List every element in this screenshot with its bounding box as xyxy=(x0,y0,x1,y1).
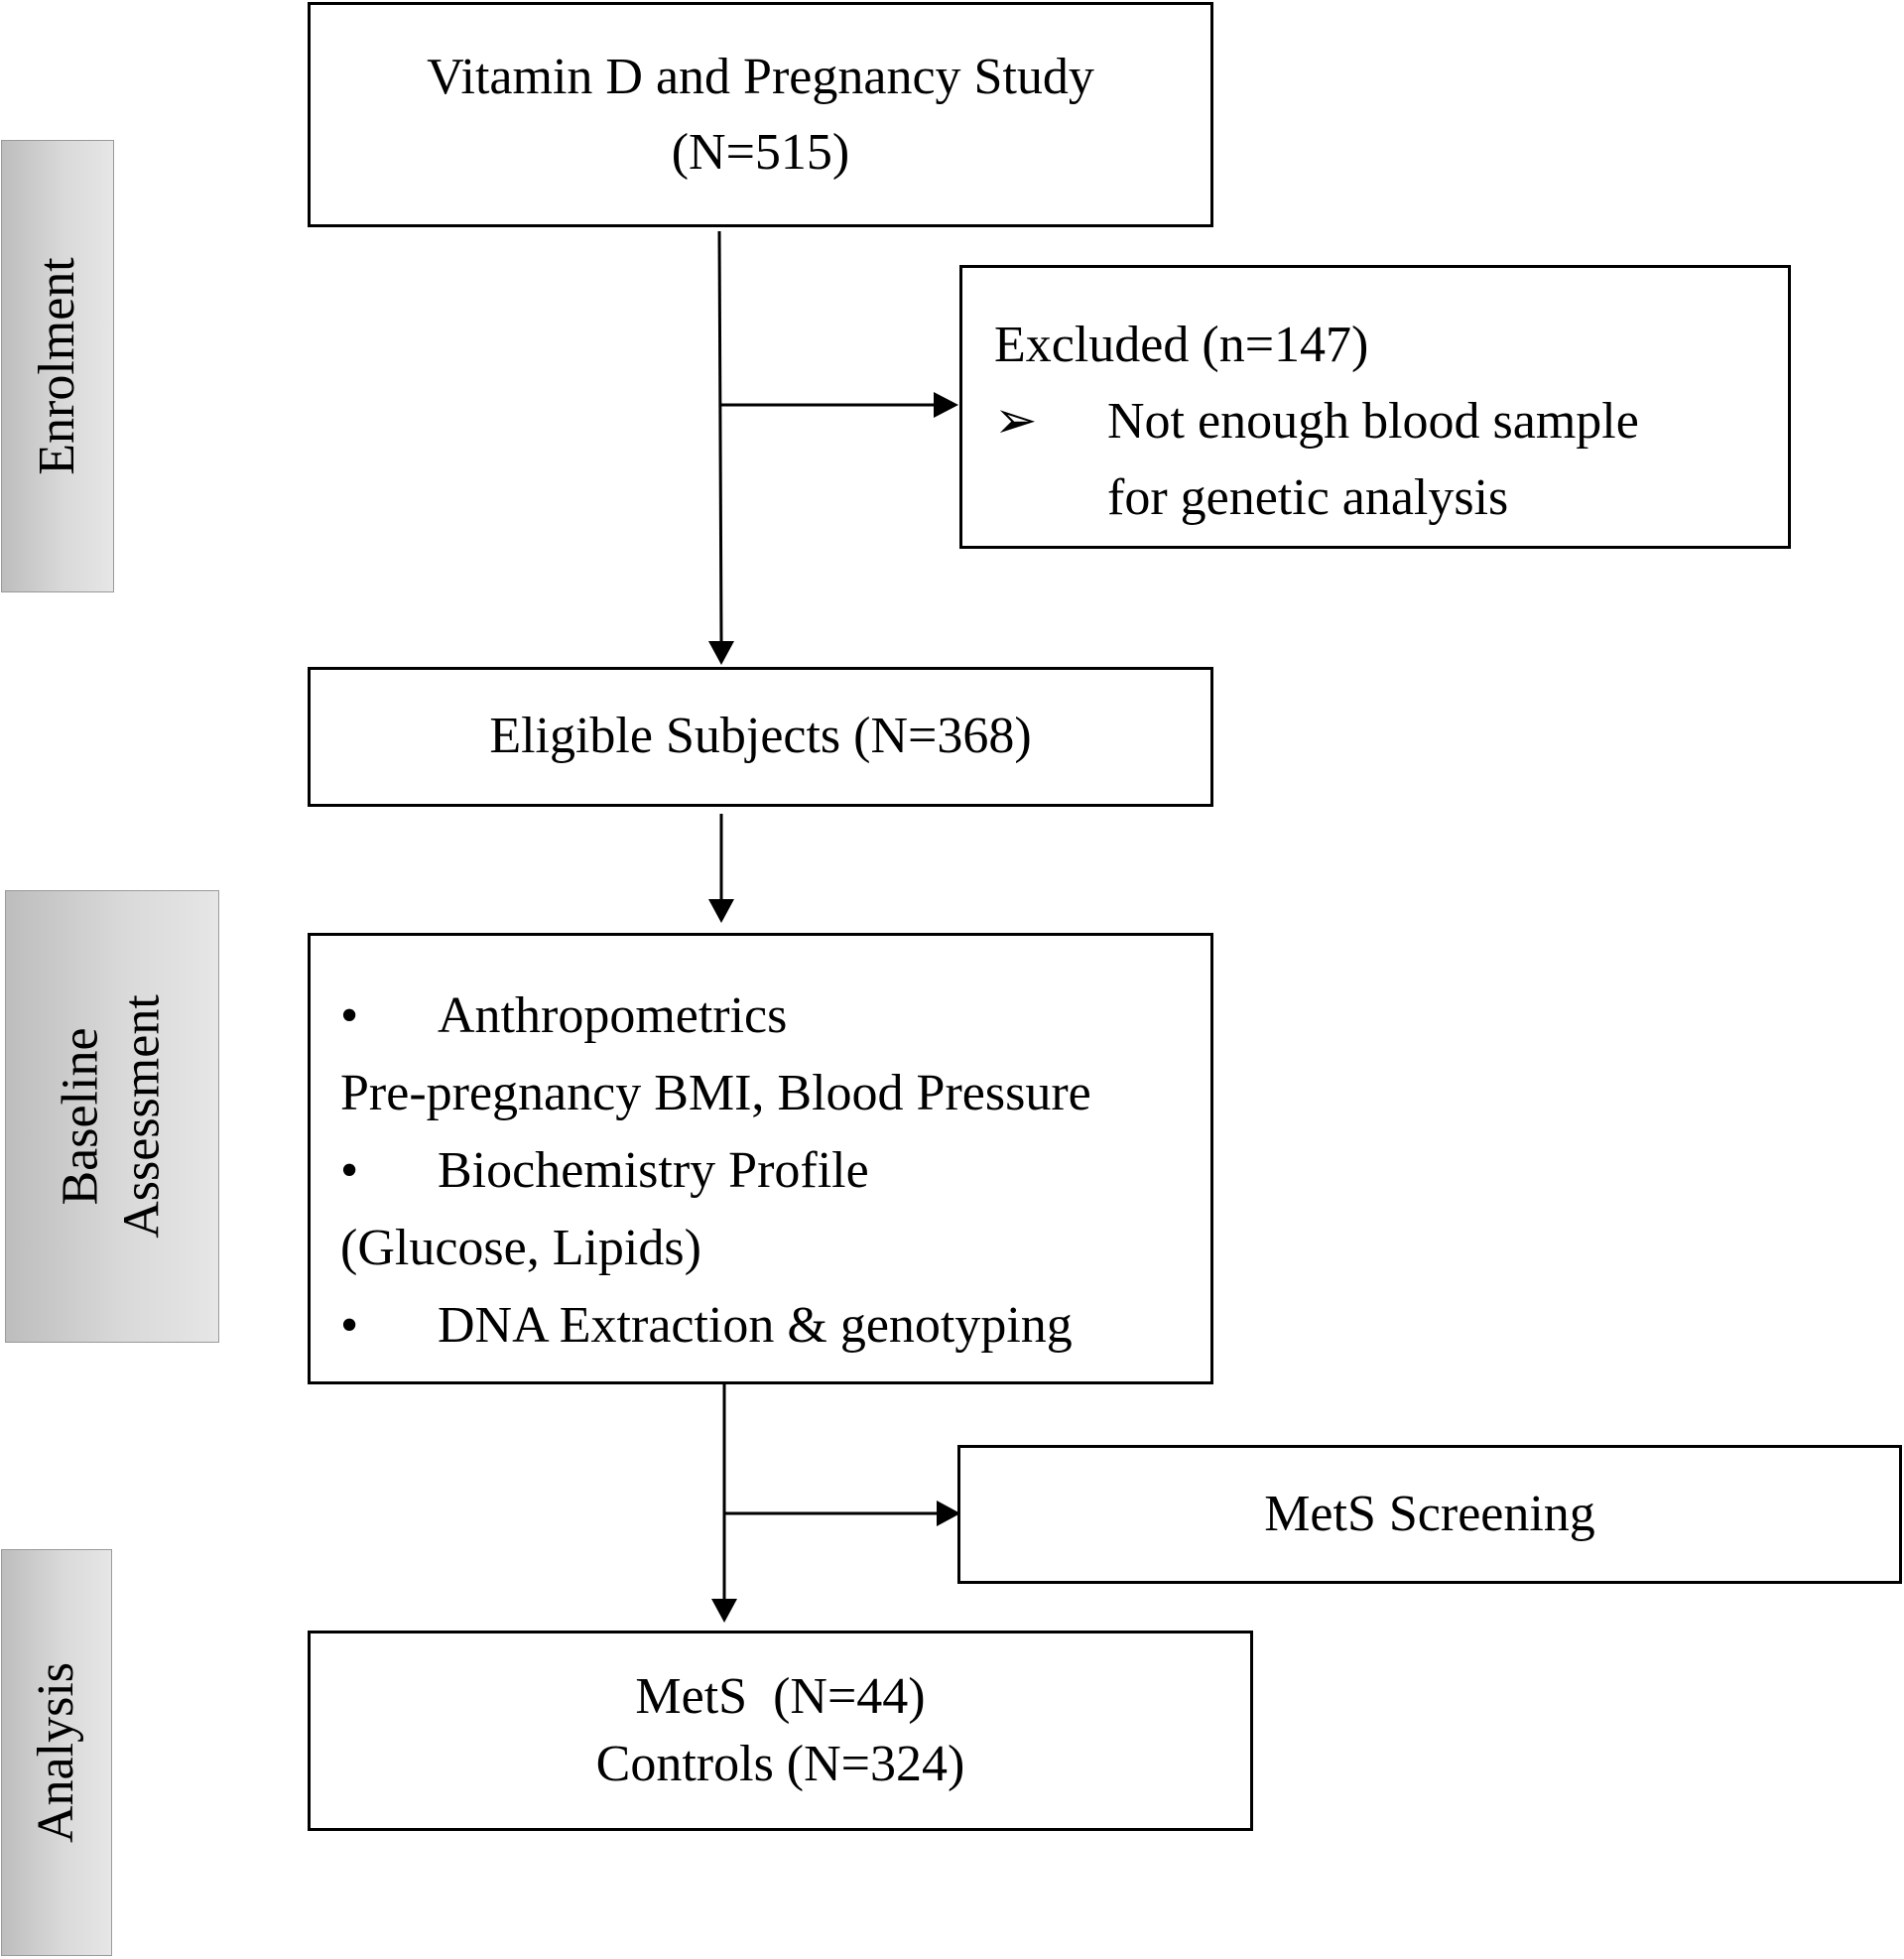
bullet-icon: • xyxy=(340,987,359,1044)
baseline-item1-label: Anthropometrics xyxy=(438,987,788,1044)
arrowhead-screening xyxy=(937,1501,960,1526)
excluded-box: Excluded (n=147) ➢ Not enough blood samp… xyxy=(959,265,1791,549)
arrowhead-eligible xyxy=(708,641,734,665)
screening-box: MetS Screening xyxy=(957,1445,1902,1584)
study-box: Vitamin D and Pregnancy Study (N=515) xyxy=(308,2,1213,227)
eligible-box: Eligible Subjects (N=368) xyxy=(308,667,1213,807)
baseline-box: • Anthropometrics Pre-pregnancy BMI, Blo… xyxy=(308,933,1213,1384)
arrowhead-baseline xyxy=(708,899,734,923)
phase-analysis: Analysis xyxy=(1,1549,112,1956)
baseline-item3-label: DNA Extraction & genotyping xyxy=(438,1297,1073,1354)
excluded-reason-line2: for genetic analysis xyxy=(1107,468,1509,526)
phase-analysis-label: Analysis xyxy=(27,1662,84,1843)
analysis-controls-count: Controls (N=324) xyxy=(595,1736,965,1792)
baseline-item2-detail: (Glucose, Lipids) xyxy=(340,1220,701,1276)
phase-enrolment-label: Enrolment xyxy=(28,257,85,475)
analysis-mets-count: MetS (N=44) xyxy=(635,1668,926,1726)
phase-baseline-assessment-label: Baseline Assessment xyxy=(51,994,175,1239)
baseline-item-dna: • DNA Extraction & genotyping xyxy=(340,1287,1210,1365)
baseline-item1-detail: Pre-pregnancy BMI, Blood Pressure xyxy=(340,1065,1091,1121)
arrow-study-to-eligible xyxy=(717,230,723,642)
arrowhead-excluded xyxy=(934,392,958,418)
excluded-title: Excluded (n=147) xyxy=(994,317,1369,373)
arrow-bullet-icon: ➢ xyxy=(994,392,1038,450)
phase-baseline-line2: Assessment xyxy=(114,994,171,1239)
screening-label: MetS Screening xyxy=(1264,1485,1595,1542)
baseline-item-anthropometrics: • Anthropometrics xyxy=(340,978,1210,1055)
bullet-icon: • xyxy=(340,1297,359,1354)
study-title: Vitamin D and Pregnancy Study xyxy=(427,49,1094,106)
excluded-reason-line1: Not enough blood sample xyxy=(1107,392,1639,450)
analysis-box: MetS (N=44) Controls (N=324) xyxy=(308,1631,1253,1831)
phase-enrolment: Enrolment xyxy=(1,140,114,592)
baseline-item-biochemistry: • Biochemistry Profile xyxy=(340,1132,1210,1210)
bullet-icon: • xyxy=(340,1142,359,1199)
eligible-label: Eligible Subjects (N=368) xyxy=(489,708,1032,765)
phase-baseline-line1: Baseline xyxy=(52,1027,109,1206)
arrowhead-analysis xyxy=(711,1599,737,1623)
baseline-item2-label: Biochemistry Profile xyxy=(438,1142,869,1199)
excluded-reason: ➢ Not enough blood sample xyxy=(994,384,1788,460)
phase-baseline-assessment: Baseline Assessment xyxy=(5,890,219,1343)
study-count: (N=515) xyxy=(671,123,850,181)
